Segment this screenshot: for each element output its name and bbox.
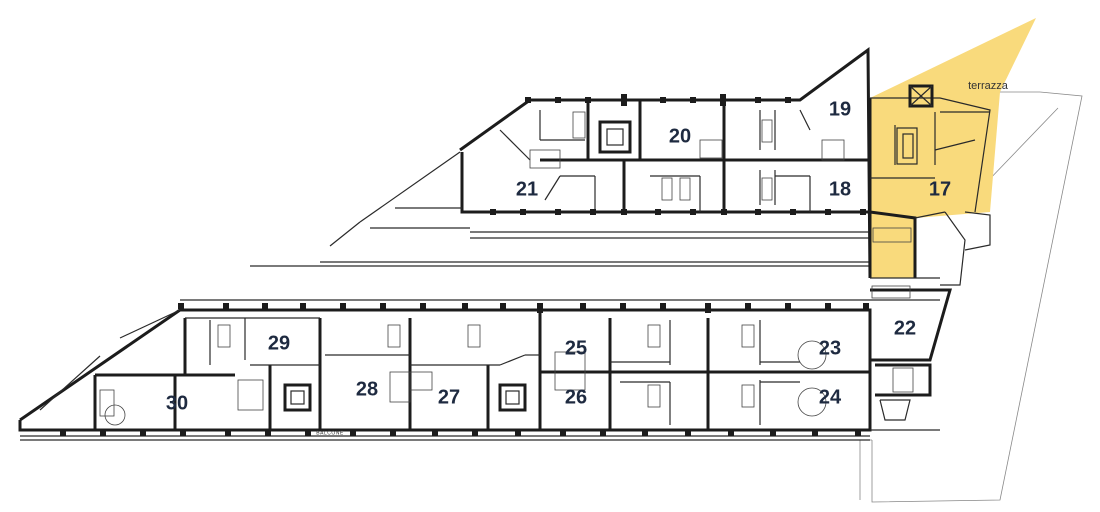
lower-wing-walls <box>18 299 872 441</box>
unit-label-20[interactable]: 20 <box>669 125 691 147</box>
unit-label-29[interactable]: 29 <box>268 332 290 354</box>
unit-labels: 17 18 19 20 21 22 23 24 25 26 27 28 29 3… <box>166 80 1009 436</box>
balcony-label: BALCONE <box>316 430 344 436</box>
unit-label-30[interactable]: 30 <box>166 392 188 414</box>
unit-label-21[interactable]: 21 <box>516 178 538 200</box>
unit-label-18[interactable]: 18 <box>829 178 851 200</box>
unit-label-25[interactable]: 25 <box>565 337 587 359</box>
unit-label-23[interactable]: 23 <box>819 337 841 359</box>
unit-17-highlight[interactable] <box>870 18 1036 278</box>
unit-label-24[interactable]: 24 <box>819 386 842 408</box>
unit-17-walls <box>868 84 991 286</box>
upper-wing-walls <box>250 47 872 279</box>
unit-label-19[interactable]: 19 <box>829 98 851 120</box>
unit-label-17[interactable]: 17 <box>929 178 951 200</box>
terrace-label: terrazza <box>968 80 1009 92</box>
unit-label-28[interactable]: 28 <box>356 378 378 400</box>
unit-label-26[interactable]: 26 <box>565 386 587 408</box>
unit-label-22[interactable]: 22 <box>894 317 916 339</box>
unit-label-27[interactable]: 27 <box>438 386 460 408</box>
unit-22-walls <box>870 285 952 431</box>
